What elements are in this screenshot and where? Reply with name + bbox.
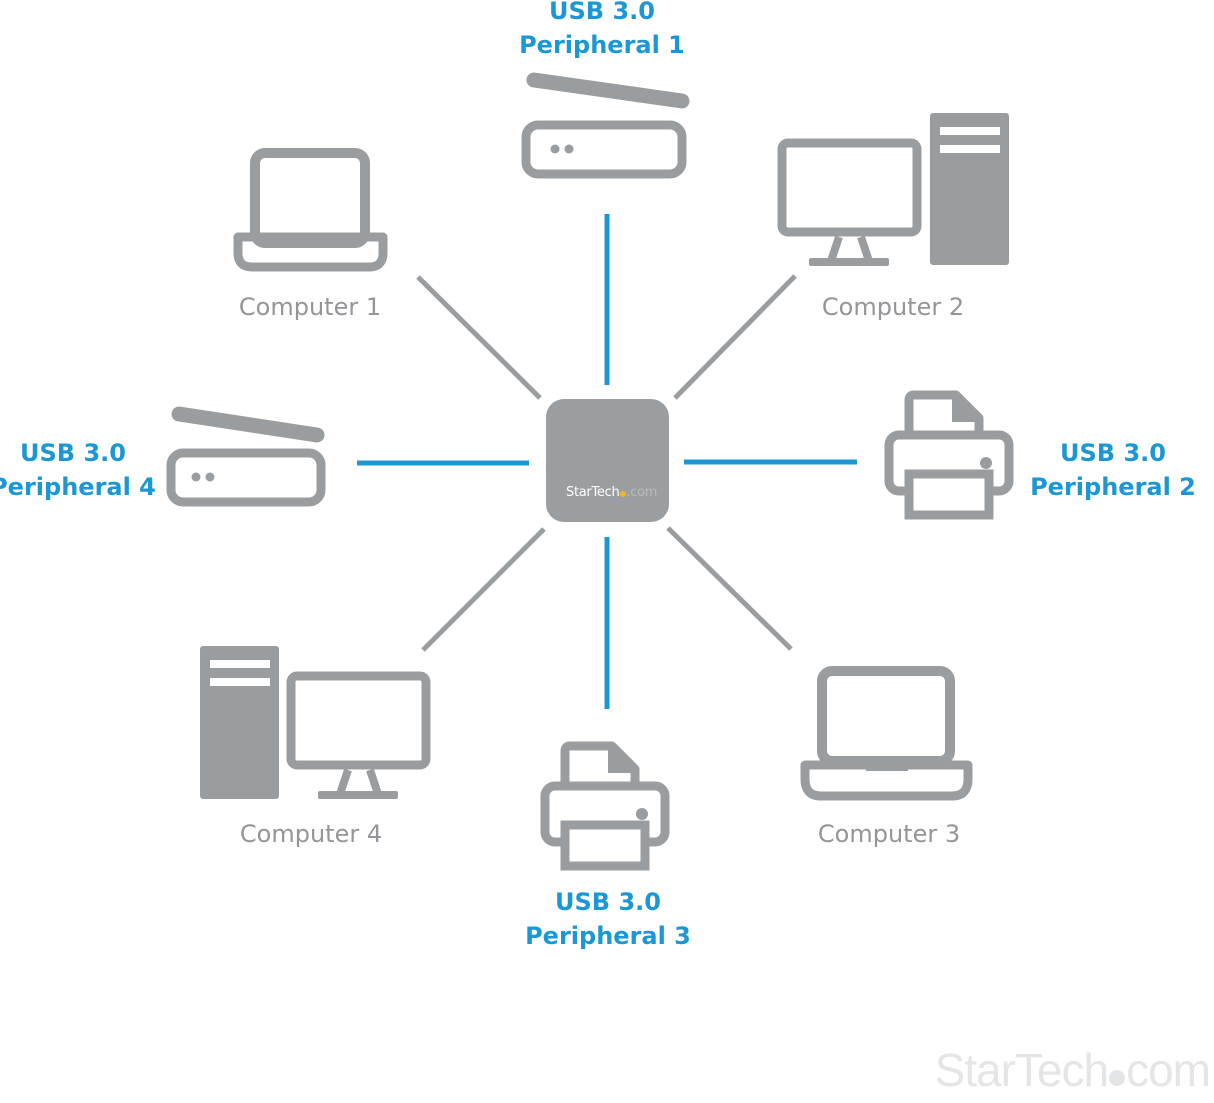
peripheral-1-line1: USB 3.0 [549, 0, 655, 25]
peripheral-3-line1: USB 3.0 [555, 888, 661, 916]
desktop-icon [200, 646, 431, 799]
line-computer-1 [416, 275, 542, 400]
watermark-dot [1109, 1070, 1126, 1086]
hub-brand-logo: StarTech .com [566, 485, 657, 500]
computer-4-text: Computer 4 [239, 820, 383, 848]
scanner-icon [521, 72, 690, 179]
startech-watermark: StarTech com [934, 1043, 1211, 1097]
peripheral-3-line2: Peripheral 3 [525, 922, 691, 950]
hub-brand-suffix: .com [626, 485, 658, 500]
computer-2-label: Computer 2 [783, 290, 1003, 324]
connection-lines [357, 214, 857, 709]
scanner-icon [166, 406, 326, 507]
laptop-icon [800, 666, 973, 801]
watermark-brand-text: StarTech [934, 1044, 1110, 1096]
peripheral-4-line1: USB 3.0 [20, 439, 126, 467]
desktop-icon [777, 113, 1009, 266]
computer-2-text: Computer 2 [821, 293, 965, 321]
peripheral-4-label: USB 3.0 Peripheral 4 [0, 436, 192, 504]
line-computer-3 [666, 526, 793, 651]
printer-icon [540, 741, 670, 871]
peripheral-1-line2: Peripheral 1 [519, 31, 685, 59]
peripheral-2-line2: Peripheral 2 [1030, 473, 1196, 501]
line-computer-4 [421, 527, 546, 652]
computer-1-label: Computer 1 [200, 290, 420, 324]
computer-3-text: Computer 3 [817, 820, 961, 848]
peripheral-4-line2: Peripheral 4 [0, 473, 156, 501]
watermark-brand-suffix: com [1126, 1044, 1211, 1096]
hub-brand-text: StarTech [566, 485, 620, 500]
peripheral-3-label: USB 3.0 Peripheral 3 [486, 885, 730, 953]
computer-3-label: Computer 3 [779, 817, 999, 851]
printer-icon [884, 390, 1014, 520]
computer-4-label: Computer 4 [201, 817, 421, 851]
laptop-icon [233, 148, 388, 272]
hub-brand-dot [620, 491, 627, 497]
computer-1-text: Computer 1 [238, 293, 382, 321]
peripheral-1-label: USB 3.0 Peripheral 1 [480, 0, 724, 62]
line-computer-2 [673, 274, 797, 400]
peripheral-2-line1: USB 3.0 [1060, 439, 1166, 467]
usb-switch-hub: StarTech .com [546, 399, 669, 522]
peripheral-2-label: USB 3.0 Peripheral 2 [994, 436, 1214, 504]
